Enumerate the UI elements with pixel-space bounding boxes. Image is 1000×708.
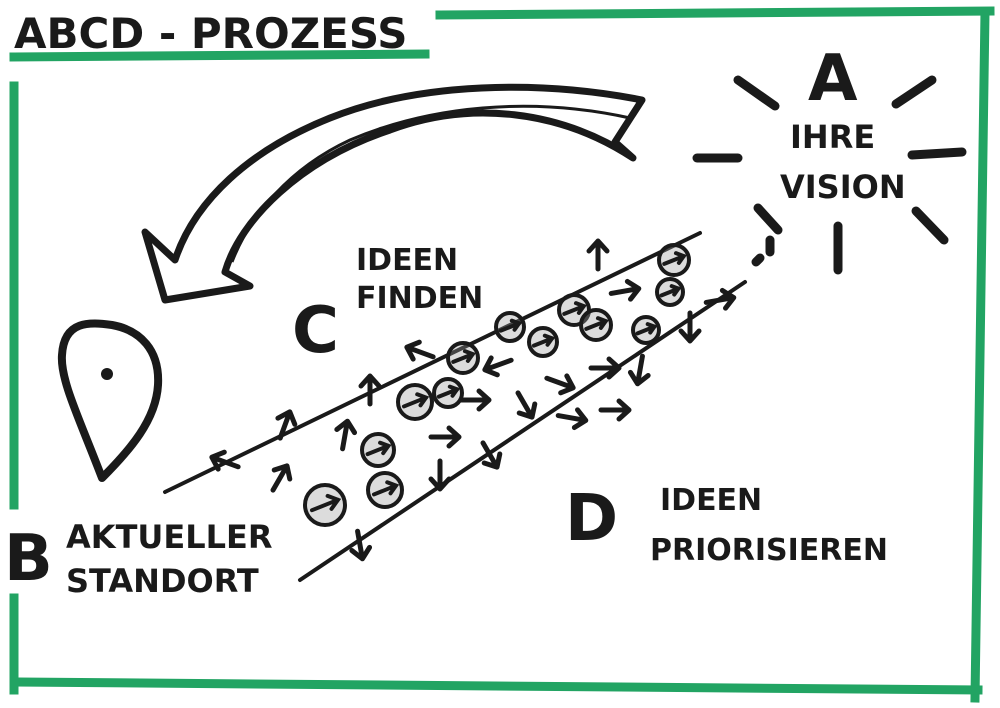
direction-arrow-icon (209, 449, 241, 472)
curved-return-arrow-icon (141, 83, 646, 304)
letter-d: D (565, 482, 618, 556)
direction-arrow-icon (334, 418, 358, 452)
direction-arrow-icon (678, 310, 702, 344)
direction-arrow-icon (555, 407, 589, 431)
vision-label-line1: IHRE (790, 118, 875, 156)
prioritize-ideas-line2: PRIORISIEREN (650, 533, 888, 568)
letter-a: A (808, 42, 858, 116)
prioritize-ideas-line1: IDEEN (660, 483, 762, 518)
letter-c: C (292, 294, 339, 368)
idea-bubble-arrow-icon (310, 493, 342, 513)
ideas-swarm (209, 238, 737, 562)
current-position-line1: AKTUELLER (66, 518, 273, 556)
find-ideas-line1: IDEEN (356, 243, 458, 278)
direction-arrow-icon (275, 409, 298, 441)
vision-label-line2: VISION (780, 168, 906, 206)
direction-arrow-icon (586, 238, 610, 272)
direction-arrow-icon (515, 390, 538, 420)
idea-bubble-arrow-icon (371, 480, 400, 497)
idea-path-band (163, 231, 747, 582)
idea-bubble-arrow-icon (436, 384, 461, 399)
direction-arrow-icon (270, 463, 293, 493)
letter-b: B (4, 522, 53, 596)
direction-arrow-icon (358, 373, 382, 407)
page-title: ABCD - PROZESS (14, 9, 407, 58)
idea-bubble-arrow-icon (659, 284, 682, 298)
idea-bubble-arrow-icon (584, 316, 609, 331)
idea-bubble-arrow-icon (451, 349, 476, 364)
current-position-line2: STANDORT (66, 562, 259, 600)
direction-arrow-icon (480, 440, 503, 470)
green-frame (9, 6, 995, 703)
idea-bubble-arrow-icon (498, 318, 523, 333)
idea-bubble-arrow-icon (662, 251, 687, 266)
direction-arrow-icon (544, 373, 576, 396)
idea-bubble-arrow-icon (562, 301, 587, 316)
idea-bubble-arrow-icon (635, 322, 658, 336)
direction-arrow-icon (588, 356, 622, 380)
direction-arrow-icon (608, 278, 642, 302)
location-pin-icon (57, 319, 163, 482)
direction-arrow-icon (703, 287, 737, 311)
idea-bubble-arrow-icon (531, 333, 556, 348)
idea-bubble-arrow-icon (401, 392, 430, 409)
find-ideas-line2: FINDEN (356, 281, 483, 316)
direction-arrow-icon (404, 339, 436, 362)
direction-arrow-icon (598, 398, 632, 422)
sun-rays-icon (692, 75, 967, 275)
direction-arrow-icon (482, 355, 514, 378)
direction-arrow-icon (458, 388, 492, 412)
direction-arrow-icon (428, 425, 462, 449)
direction-arrow-icon (349, 528, 373, 562)
idea-bubble-arrow-icon (365, 440, 392, 457)
direction-arrow-icon (428, 458, 452, 492)
direction-arrow-icon (627, 353, 651, 387)
